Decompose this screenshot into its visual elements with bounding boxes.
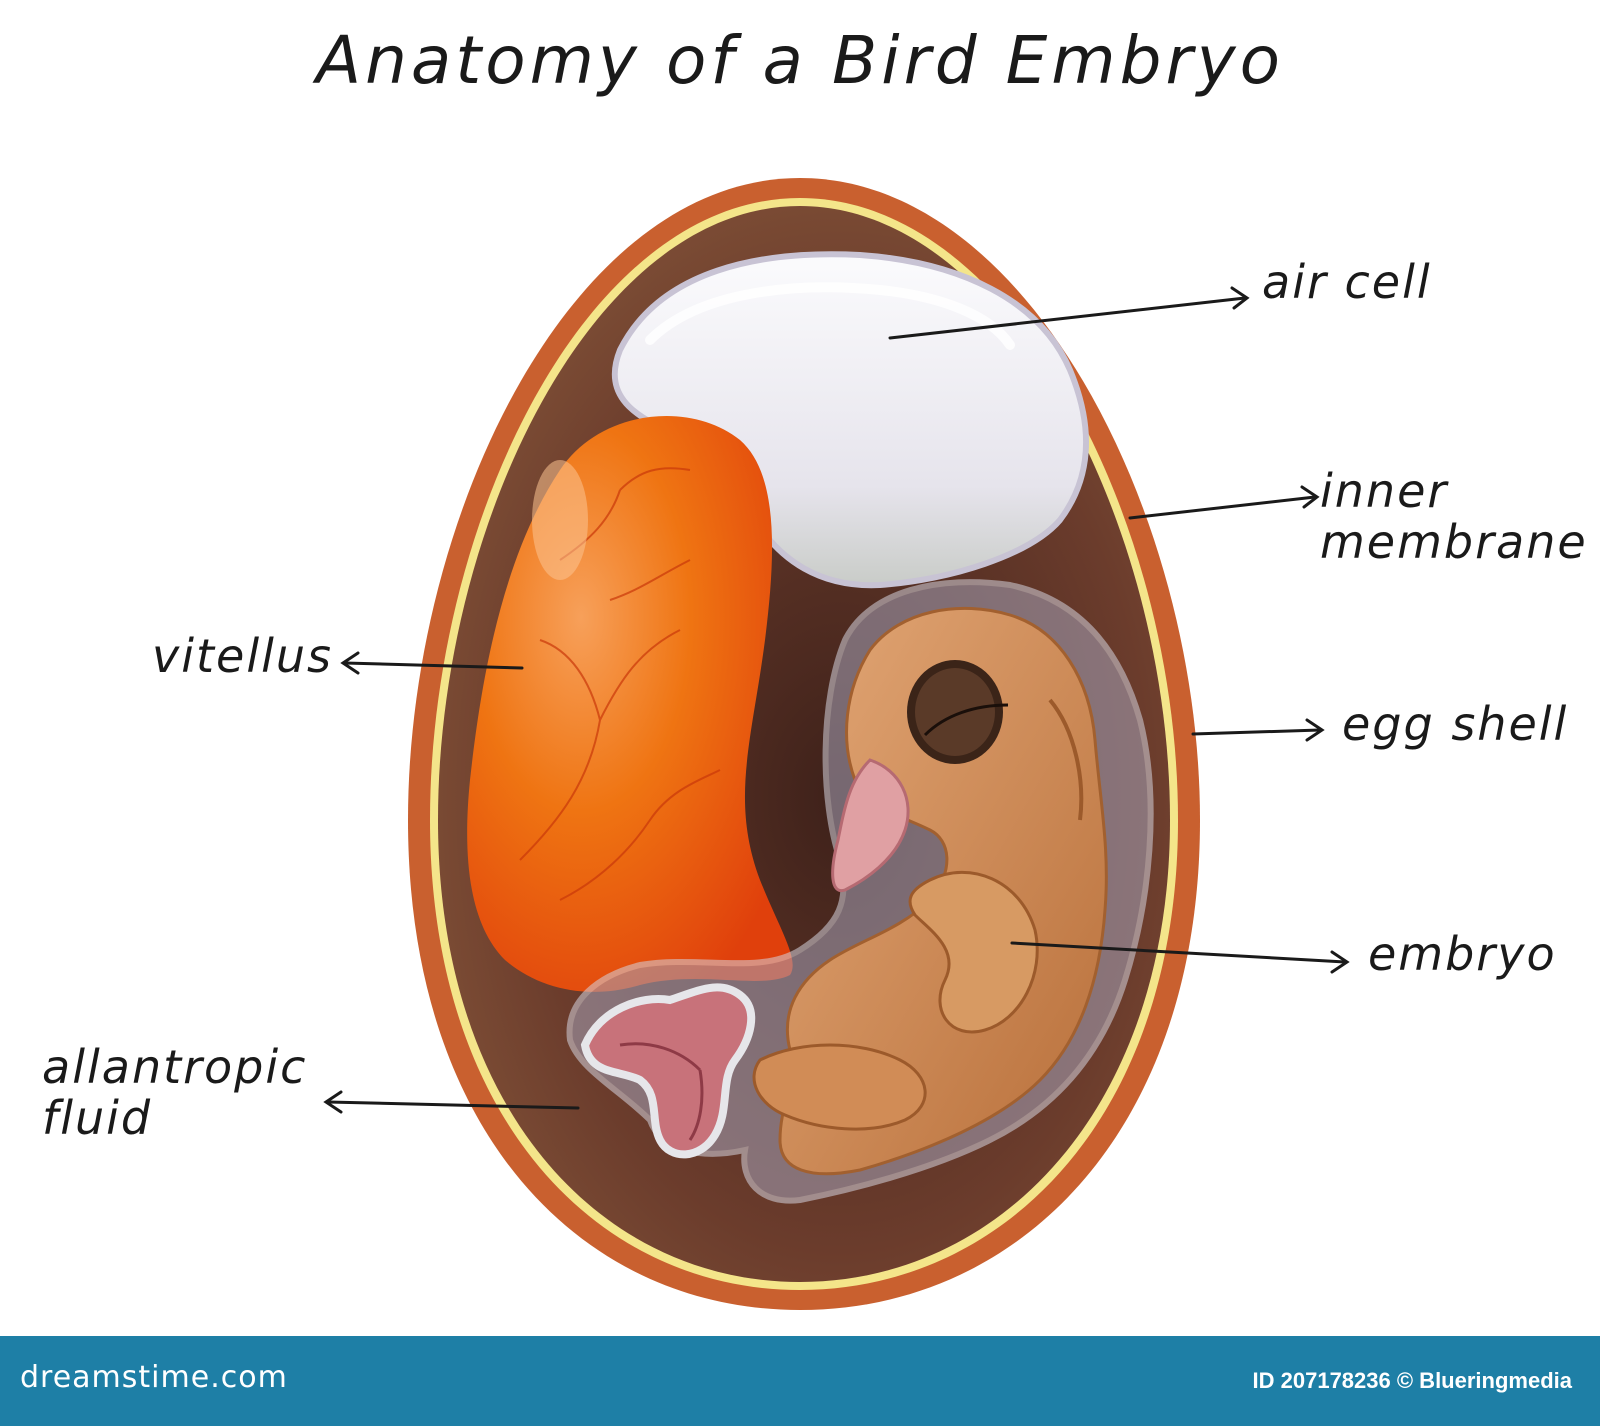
label-air-cell: air cell bbox=[1262, 255, 1432, 309]
embryo-beak bbox=[831, 758, 910, 893]
diagram-title: Anatomy of a Bird Embryo bbox=[315, 22, 1285, 99]
label-embryo: embryo bbox=[1368, 927, 1557, 981]
vitellus-leader bbox=[343, 661, 524, 670]
watermark-footer: dreamstime.com ID 207178236 © Blueringme… bbox=[0, 1336, 1600, 1426]
inner-membrane-leader bbox=[1128, 495, 1317, 520]
air-cell-leader bbox=[888, 296, 1247, 340]
footer-site: dreamstime.com bbox=[20, 1360, 288, 1395]
allantropic-fluid-leader bbox=[326, 1100, 580, 1110]
allantois bbox=[580, 983, 756, 1159]
label-allantropic-fluid: allantropic fluid bbox=[42, 1040, 308, 1145]
label-inner-membrane: inner membrane bbox=[1320, 464, 1588, 569]
footer-credit: ID 207178236 © Blueringmedia bbox=[1252, 1368, 1572, 1393]
embryo-leader bbox=[1010, 941, 1347, 964]
egg-diagram bbox=[323, 178, 1350, 1310]
leader-lines bbox=[323, 286, 1350, 1114]
egg-shell-leader bbox=[1191, 728, 1322, 736]
label-egg-shell: egg shell bbox=[1342, 697, 1569, 751]
label-vitellus: vitellus bbox=[152, 629, 334, 683]
